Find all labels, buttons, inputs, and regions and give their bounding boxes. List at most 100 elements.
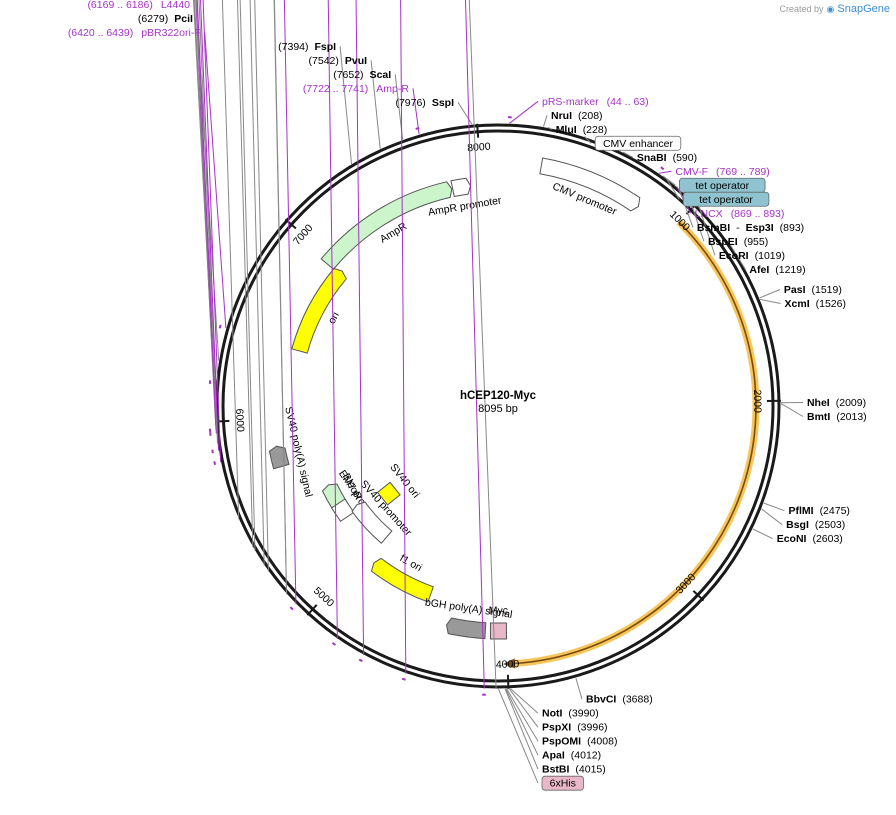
label-apai: ApaI(4012) bbox=[542, 750, 601, 762]
enzyme-position: (4008) bbox=[587, 736, 617, 748]
center-title: hCEP120-Myc 8095 bp bbox=[460, 390, 537, 415]
feature-tag-box bbox=[541, 775, 584, 791]
label-amp-r: (7722 .. 7741)Amp-R bbox=[303, 83, 409, 95]
restriction-site-label: SnaBI(590) bbox=[637, 152, 697, 164]
primer-mark bbox=[415, 127, 420, 130]
restriction-site-label: BspEI(955) bbox=[708, 236, 768, 248]
restriction-site-label: (7652)ScaI bbox=[333, 69, 391, 81]
enzyme-position: (4015) bbox=[575, 764, 605, 776]
ruler-tick-label: 2000 bbox=[751, 389, 763, 413]
enzyme-position: (3990) bbox=[568, 708, 598, 720]
leader-line bbox=[504, 688, 539, 770]
leader-line bbox=[662, 175, 676, 186]
leader-lines bbox=[193, 0, 804, 784]
restriction-site-label: BstBI (4015) bbox=[542, 764, 606, 776]
leader-line bbox=[283, 0, 297, 605]
enzyme-name: AfeI bbox=[749, 264, 769, 276]
leader-line bbox=[658, 170, 672, 174]
feature-tag-text: tet operator bbox=[695, 180, 749, 192]
label-econi: EcoNI(2603) bbox=[777, 533, 843, 545]
restriction-site-label: PasI(1519) bbox=[784, 284, 842, 296]
label-pcii: (6279)PciI bbox=[138, 13, 193, 25]
label-6xhis: 6xHis bbox=[541, 775, 584, 791]
enzyme-name: BsgI bbox=[786, 519, 809, 531]
enzyme-name: PspXI bbox=[542, 722, 571, 734]
restriction-site-label: PflMI(2475) bbox=[788, 505, 849, 517]
ruler-tick-label: 6000 bbox=[233, 408, 246, 432]
primer-part: CMV-F bbox=[675, 166, 708, 178]
label-cmv-f: CMV-F (769 .. 789) bbox=[675, 166, 769, 178]
label-pspxi: PspXI (3996) bbox=[542, 722, 608, 734]
enzyme-name: BsmBI bbox=[697, 222, 730, 234]
enzyme-position: (2013) bbox=[836, 411, 866, 423]
primer-part: (7722 .. 7741) bbox=[303, 83, 368, 95]
enzyme-name: BspEI bbox=[708, 236, 738, 248]
enzyme-name: Esp3I bbox=[746, 222, 774, 234]
enzyme-position: (1526) bbox=[816, 298, 846, 310]
leader-line bbox=[200, 0, 219, 451]
leader-line bbox=[239, 0, 256, 552]
restriction-site-label: (6279)PciI bbox=[138, 13, 193, 25]
restriction-site-label: BsgI (2503) bbox=[786, 519, 845, 531]
label-afei: AfeI(1219) bbox=[749, 264, 805, 276]
primer-part: (769 .. 789) bbox=[716, 166, 770, 178]
leader-line bbox=[196, 0, 217, 434]
leader-line bbox=[506, 688, 539, 742]
enzyme-name: EcoRI bbox=[719, 250, 749, 262]
primer-mark bbox=[401, 677, 406, 681]
feature-label-sv40-poly-a-signal: SV40 poly(A) signal bbox=[282, 406, 314, 499]
credit-brand: SnapGene bbox=[837, 3, 890, 15]
leader-line bbox=[678, 188, 694, 228]
enzyme-position: (3996) bbox=[577, 722, 607, 734]
label-mlui: MluI(228) bbox=[556, 124, 608, 136]
label-tet-operator: tet operator bbox=[682, 191, 770, 207]
snapgene-logo-icon: ◉ bbox=[826, 3, 835, 14]
feature-ampr bbox=[320, 181, 453, 270]
leader-line bbox=[510, 688, 539, 714]
leader-line bbox=[457, 102, 473, 125]
enzyme-position: (7976) bbox=[395, 97, 425, 109]
enzyme-name: PciI bbox=[174, 13, 193, 25]
leader-line bbox=[498, 688, 539, 784]
primer-part: (6169 .. 6186) bbox=[87, 0, 152, 11]
restriction-site-label: EcoNI(2603) bbox=[777, 533, 843, 545]
enzyme-name: BstBI bbox=[542, 764, 570, 776]
enzyme-name: SnaBI bbox=[637, 152, 667, 164]
primer-mark bbox=[218, 324, 222, 329]
enzyme-position: (893) bbox=[780, 222, 805, 234]
enzyme-position: (7542) bbox=[309, 55, 339, 67]
enzyme-name: XcmI bbox=[785, 298, 810, 310]
enzyme-position: (2503) bbox=[815, 519, 845, 531]
restriction-site-label: (7394)FspI bbox=[278, 41, 336, 53]
restriction-site-label: BbvCI(3688) bbox=[586, 694, 653, 706]
leader-line bbox=[761, 508, 783, 526]
primer-part: L4440 bbox=[161, 0, 190, 11]
leader-line bbox=[465, 0, 485, 689]
leader-line bbox=[584, 136, 592, 144]
feature-tag-box bbox=[682, 191, 770, 207]
enzyme-position: (208) bbox=[578, 110, 603, 122]
restriction-site-label: BmtI(2013) bbox=[807, 411, 867, 423]
enzyme-position: (4012) bbox=[571, 750, 601, 762]
primer-label: (6169 .. 6186) L4440 bbox=[87, 0, 190, 11]
primer-part: (6420 .. 6439) bbox=[68, 27, 133, 39]
restriction-site-label: NruI(208) bbox=[551, 110, 603, 122]
primer-mark bbox=[660, 166, 665, 171]
leader-line bbox=[254, 0, 269, 572]
label-bspei: BspEI(955) bbox=[708, 236, 768, 248]
label-pvui: (7542)PvuI bbox=[309, 55, 368, 67]
leader-line bbox=[759, 289, 781, 299]
site-labels: pRS-marker(44 .. 63) NruI(208) MluI(228) CM… bbox=[68, 0, 867, 791]
credit-prefix: Created by bbox=[779, 4, 824, 14]
leader-line bbox=[727, 240, 746, 270]
label-prs-marker: pRS-marker(44 .. 63) bbox=[542, 96, 649, 108]
label-bsmbi: BsmBI-Esp3I(893) bbox=[697, 222, 804, 234]
restriction-site-label: EcoRI(1019) bbox=[719, 250, 785, 262]
label-bstbi: BstBI (4015) bbox=[542, 764, 606, 776]
leader-line bbox=[400, 0, 407, 674]
ruler-tick-label: 8000 bbox=[467, 141, 491, 155]
label-scai: (7652)ScaI bbox=[333, 69, 391, 81]
inner-ring bbox=[221, 129, 775, 683]
label-fspi: (7394)FspI bbox=[278, 41, 336, 53]
